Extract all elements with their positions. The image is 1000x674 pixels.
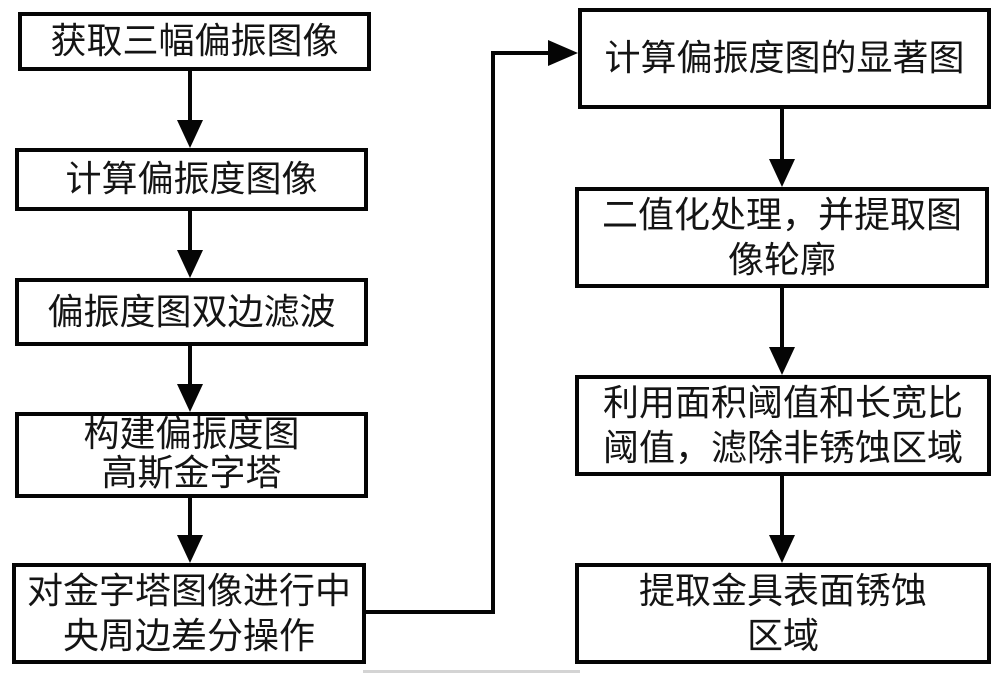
- flow-step-label-line1: 利用面积阈值和长宽比: [602, 382, 963, 424]
- arrow-down-icon: [769, 347, 795, 375]
- arrow-down-icon: [769, 535, 795, 563]
- connector-top-segment: [491, 51, 551, 55]
- flow-step-label-line1: 对金字塔图像进行中: [26, 570, 351, 612]
- arrow-shaft: [780, 475, 784, 537]
- arrow-down-icon: [177, 120, 203, 148]
- flow-step-compute-dop-image: 计算偏振度图像: [15, 148, 368, 211]
- arrow-shaft: [780, 108, 784, 161]
- arrow-right-icon: [548, 40, 578, 66]
- flow-step-label-line2: 央周边差分操作: [62, 615, 315, 657]
- flow-step-compute-saliency-map: 计算偏振度图的显著图: [578, 8, 991, 109]
- flow-step-label-line2: 像轮廓: [727, 239, 836, 281]
- flow-step-label: 计算偏振度图的显著图: [604, 38, 965, 79]
- flow-step-label-line2: 高斯金字塔: [101, 453, 282, 494]
- flow-step-label: 获取三幅偏振图像: [50, 21, 339, 62]
- arrow-shaft: [780, 287, 784, 349]
- flow-step-extract-rust-regions: 提取金具表面锈蚀 区域: [575, 563, 991, 664]
- flow-step-label-line2: 区域: [746, 615, 819, 657]
- flow-step-label-line2: 阈值，滤除非锈蚀区域: [602, 427, 963, 469]
- flow-step-acquire-polarization-images: 获取三幅偏振图像: [18, 12, 371, 71]
- arrow-down-icon: [177, 535, 203, 563]
- flow-step-bilateral-filter: 偏振度图双边滤波: [15, 278, 368, 346]
- flow-step-label: 偏振度图双边滤波: [47, 291, 336, 333]
- flow-step-binarize-extract-contours: 二值化处理，并提取图 像轮廓: [575, 187, 989, 288]
- flow-step-label-line1: 提取金具表面锈蚀: [638, 570, 927, 612]
- flow-step-label-line1: 二值化处理，并提取图: [601, 194, 962, 236]
- flow-step-threshold-filter-regions: 利用面积阈值和长宽比 阈值，滤除非锈蚀区域: [575, 375, 991, 476]
- arrow-shaft: [188, 210, 192, 252]
- arrow-shaft: [188, 345, 192, 386]
- arrow-down-icon: [177, 250, 203, 278]
- arrow-shaft: [188, 497, 192, 537]
- flow-step-gaussian-pyramid: 构建偏振度图 高斯金字塔: [15, 412, 368, 498]
- flow-step-label-line1: 构建偏振度图: [83, 414, 300, 456]
- scan-artifact-line: [363, 670, 580, 673]
- connector-bottom-segment: [363, 610, 495, 614]
- flow-step-label: 计算偏振度图像: [65, 159, 318, 200]
- arrow-down-icon: [177, 384, 203, 412]
- arrow-down-icon: [769, 159, 795, 187]
- connector-vertical-segment: [491, 51, 495, 614]
- flow-step-center-surround-difference: 对金字塔图像进行中 央周边差分操作: [12, 563, 366, 664]
- arrow-shaft: [188, 70, 192, 122]
